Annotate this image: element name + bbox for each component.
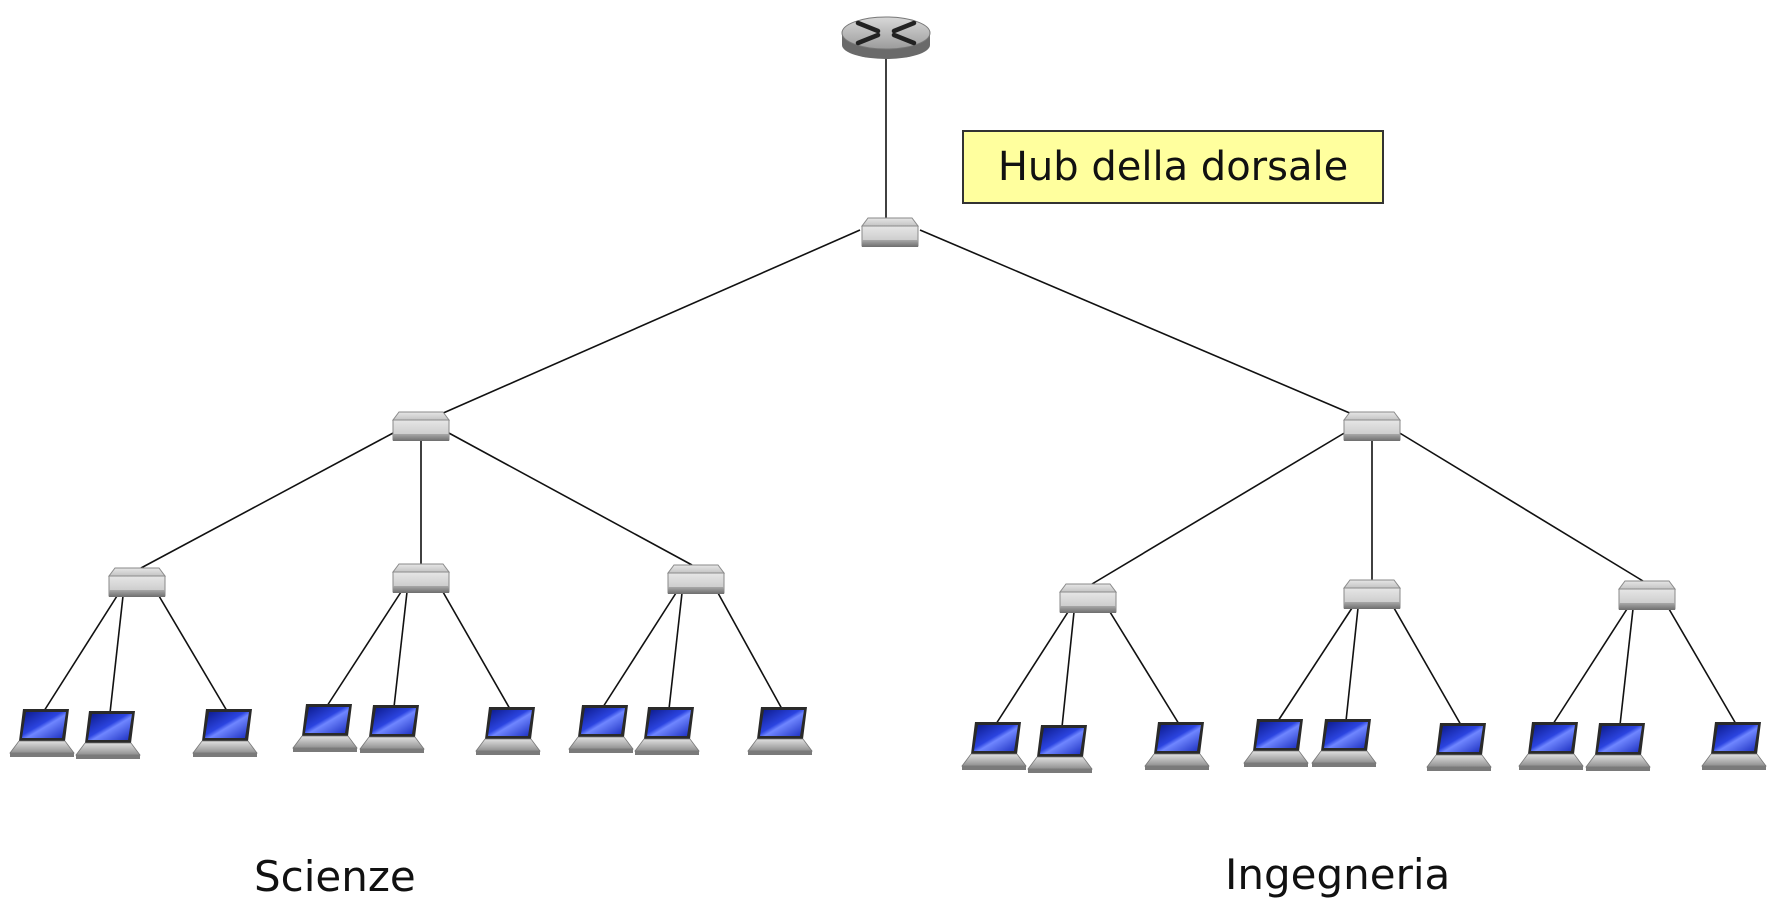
laptop-icon — [747, 707, 813, 755]
link-backbone-to-department-hub — [919, 229, 1353, 415]
hub-icon — [861, 217, 919, 247]
link-group-hub-to-host — [43, 595, 118, 712]
department-label-scienze: Scienze — [254, 852, 416, 901]
link-group-hub-to-host — [1619, 608, 1634, 726]
laptop-icon — [359, 705, 425, 753]
hub-icon — [667, 564, 725, 594]
laptop-icon — [75, 711, 141, 759]
network-devices — [9, 16, 1767, 773]
link-department-to-group-hub — [1091, 431, 1347, 585]
router-icon — [841, 16, 931, 59]
laptop-icon — [192, 709, 258, 757]
link-group-hub-to-host — [1345, 607, 1359, 722]
link-department-to-group-hub — [1397, 431, 1644, 582]
backbone-hub-callout: Hub della dorsale — [962, 130, 1384, 204]
hub-icon — [1343, 411, 1401, 441]
hub-icon — [108, 567, 166, 597]
laptop-icon — [1518, 722, 1584, 770]
link-group-hub-to-host — [668, 592, 683, 710]
laptop-icon — [1701, 722, 1767, 770]
hub-icon — [1059, 583, 1117, 613]
network-links — [43, 57, 1737, 728]
link-group-hub-to-host — [442, 591, 511, 710]
laptop-icon — [1311, 719, 1377, 767]
laptop-icon — [1585, 723, 1651, 771]
hub-icon — [392, 563, 450, 593]
laptop-icon — [1027, 725, 1093, 773]
link-group-hub-to-host — [393, 591, 408, 708]
link-group-hub-to-host — [109, 595, 124, 714]
link-group-hub-to-host — [1061, 611, 1075, 728]
laptop-icon — [1426, 723, 1492, 771]
laptop-icon — [961, 722, 1027, 770]
laptop-icon — [634, 707, 700, 755]
link-group-hub-to-host — [1109, 611, 1180, 725]
hub-icon — [392, 411, 450, 441]
department-label-ingegneria: Ingegneria — [1225, 850, 1451, 899]
link-group-hub-to-host — [995, 611, 1069, 725]
link-group-hub-to-host — [326, 591, 402, 707]
link-group-hub-to-host — [158, 595, 228, 712]
laptop-icon — [1243, 719, 1309, 767]
link-group-hub-to-host — [1668, 608, 1737, 725]
link-group-hub-to-host — [602, 592, 677, 708]
link-backbone-to-department-hub — [440, 229, 861, 415]
laptop-icon — [9, 709, 75, 757]
link-group-hub-to-host — [717, 592, 783, 710]
laptop-icon — [1144, 722, 1210, 770]
laptop-icon — [292, 704, 358, 752]
laptop-icon — [475, 707, 541, 755]
link-group-hub-to-host — [1393, 607, 1462, 726]
hub-icon — [1618, 580, 1676, 610]
laptop-icon — [568, 705, 634, 753]
link-group-hub-to-host — [1277, 607, 1353, 722]
hub-icon — [1343, 579, 1401, 609]
link-group-hub-to-host — [1552, 608, 1628, 725]
link-department-to-group-hub — [446, 431, 693, 566]
link-department-to-group-hub — [140, 431, 396, 569]
